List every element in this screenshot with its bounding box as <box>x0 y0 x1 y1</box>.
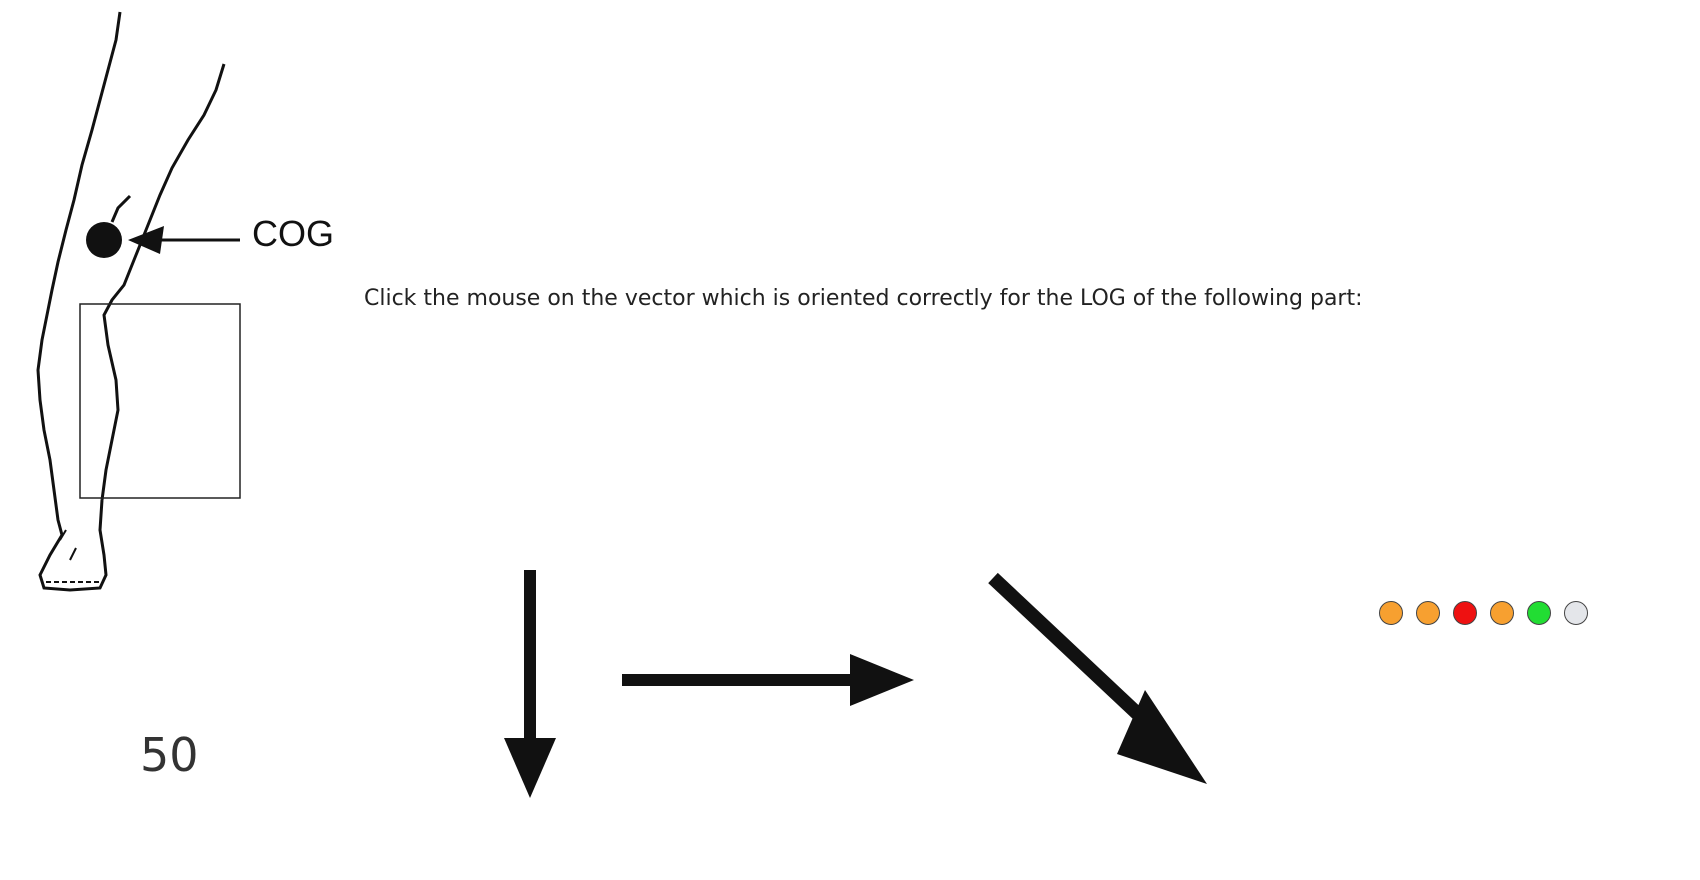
progress-dot <box>1527 601 1551 625</box>
foot-ankle <box>59 529 77 561</box>
progress-dot <box>1453 601 1477 625</box>
progress-dot <box>1416 601 1440 625</box>
leg-outline-back <box>36 11 122 592</box>
leg-diagram <box>36 11 241 592</box>
progress-dot <box>1490 601 1514 625</box>
knee-crease <box>110 194 132 223</box>
vector-down-choice[interactable] <box>500 566 560 806</box>
leg-outline-front <box>100 63 226 501</box>
progress-dots <box>1379 601 1588 625</box>
vector-right-head <box>850 654 914 706</box>
vector-down-head <box>504 738 556 798</box>
vector-diagonal-choice[interactable] <box>985 570 1215 790</box>
instruction-text: Click the mouse on the vector which is o… <box>364 286 1363 311</box>
cog-arrow-head <box>128 226 164 254</box>
vector-right-choice[interactable] <box>618 650 918 710</box>
progress-dot <box>1564 601 1588 625</box>
cog-label: COG <box>252 213 335 254</box>
vector-diagonal-shaft <box>988 572 1162 738</box>
cog-point <box>86 222 122 258</box>
vector-diagonal-head <box>1117 690 1207 784</box>
question-counter: 50 <box>140 728 199 782</box>
part-box <box>79 303 241 499</box>
progress-dot <box>1379 601 1403 625</box>
